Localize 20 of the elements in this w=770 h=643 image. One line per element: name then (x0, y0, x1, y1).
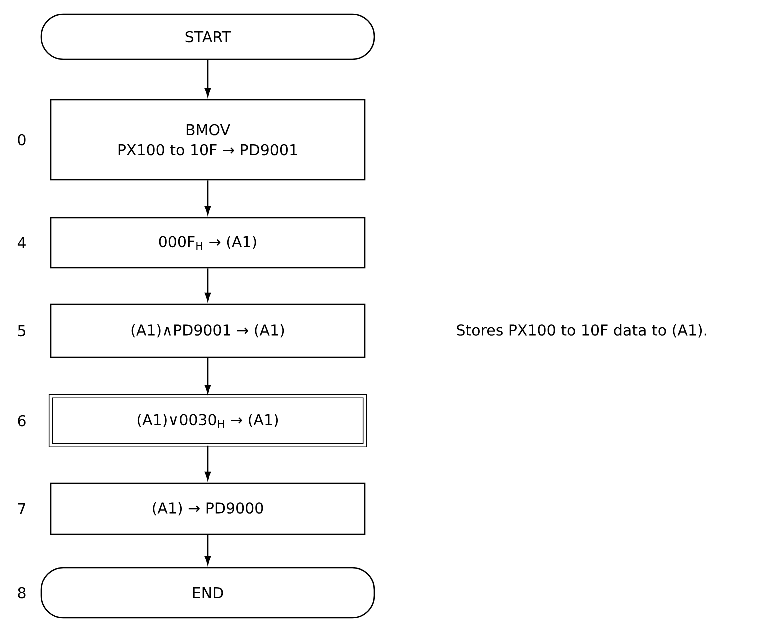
process-box: (A1)∧PD9001 → (A1) (50, 304, 366, 358)
process-box: 000F$_{H}$ → (A1) (50, 217, 366, 269)
step-number: 0 (18, 134, 26, 146)
step-number: 4 (18, 238, 26, 248)
arrow (204, 180, 212, 215)
terminal-box: START (40, 14, 376, 60)
step-number: 5 (18, 325, 26, 337)
process-box: BMOV PX100 to 10F → PD9001 (50, 99, 366, 181)
arrow (204, 358, 212, 394)
step-number: 7 (18, 504, 26, 514)
arrow (204, 446, 212, 480)
terminal-box: END (40, 567, 376, 619)
arrow (204, 268, 212, 302)
arrow (204, 60, 212, 97)
note-text: Stores PX100 to 10F data to (A1). (457, 324, 706, 338)
step-number: 8 (18, 587, 26, 599)
arrow (204, 535, 212, 565)
step-number: 6 (18, 415, 26, 427)
subroutine-box: (A1)∨0030$_{H}$ → (A1) (48, 394, 368, 448)
process-box: (A1) → PD9000 (50, 482, 366, 536)
